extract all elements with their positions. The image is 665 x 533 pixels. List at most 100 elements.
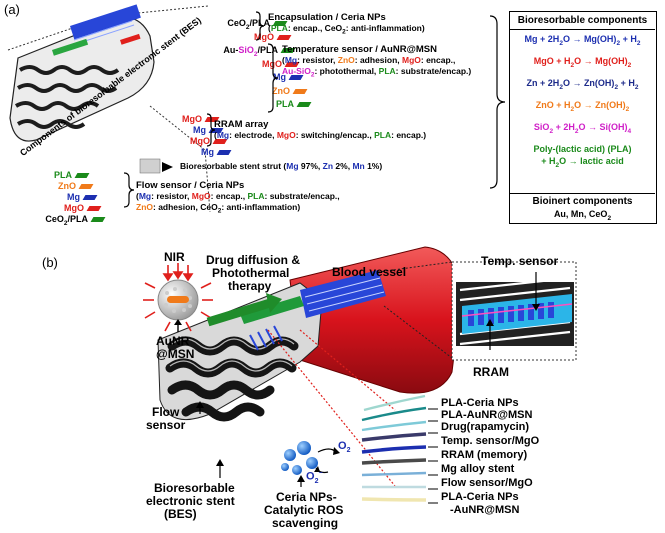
reaction-equation: SiO2 + 2H2O → Si(OH)4 <box>510 122 655 137</box>
layer-stack-item: Mg <box>273 72 304 83</box>
reaction-equation: Zn + 2H2O → Zn(OH)2 + H2 <box>510 78 655 93</box>
reaction-equation: ZnO + H2O → Zn(OH)2 <box>510 100 655 115</box>
drug-diffusion-line-1: Drug diffusion & <box>206 253 300 267</box>
text-run: : encap., <box>210 191 248 201</box>
panel-a-label: (a) <box>4 2 20 17</box>
text-run: : encap.) <box>391 130 427 140</box>
text-run: Zn + 2H <box>526 78 560 88</box>
text-run: Mg <box>67 192 80 202</box>
reaction-equation: + H2O → lactic acid <box>510 156 655 171</box>
text-run: PLA <box>276 99 294 109</box>
layer-label: Temp. sensor/MgO <box>441 435 540 447</box>
layer-stack-item: PLA <box>276 99 312 110</box>
layer-stack-item: PLA <box>54 170 90 181</box>
text-run: PLA <box>270 23 288 33</box>
layer-label: -AuNR@MSN <box>450 504 520 516</box>
group-description: (Mg: electrode, MgO: switching/encap., P… <box>214 130 426 141</box>
bioinert-title: Bioinert components <box>532 196 633 207</box>
text-run: 2 <box>627 61 632 69</box>
text-run: : resistor, <box>151 191 192 201</box>
text-run: Mg + 2H <box>524 34 560 44</box>
group-description: Au-SiO2: photothermal, PLA: substrate/en… <box>282 66 471 81</box>
text-run: : switching/encap., <box>295 130 375 140</box>
text-run: PLA <box>374 130 392 140</box>
text-run: O → lactic acid <box>559 156 624 166</box>
text-run: 2 <box>559 83 563 91</box>
text-run: 2 <box>625 105 630 113</box>
text-run: 2 <box>555 161 560 169</box>
text-run: O → Mg(OH) <box>574 56 628 66</box>
bioresorbable-title: Bioresorbable components <box>510 15 655 30</box>
layer-label: Flow sensor/MgO <box>441 477 533 489</box>
text-run: ( <box>282 55 285 65</box>
text-run: : electrode, <box>229 130 277 140</box>
group-title: Flow sensor / Ceria NPs <box>136 180 245 191</box>
text-run: ZnO <box>136 202 153 212</box>
text-run: : substrate/encap., <box>264 191 340 201</box>
text-run: 4 <box>627 127 632 135</box>
text-run: Zn <box>322 161 334 171</box>
text-run: 2 <box>636 39 641 47</box>
layer-label: Mg alloy stent <box>441 463 515 475</box>
text-run: + 2H <box>553 122 575 132</box>
aunr-label-2: @MSN <box>156 347 195 361</box>
group-description: (Mg: resistor, MgO: encap., PLA: substra… <box>136 191 340 202</box>
text-run: 2 <box>570 61 575 69</box>
text-run: 2 <box>253 50 258 58</box>
text-run: : adhesion, <box>354 55 402 65</box>
layer-stack-item: MgO <box>64 203 102 214</box>
text-run: 2 <box>616 39 621 47</box>
text-run: + H <box>620 34 637 44</box>
text-run: 2 <box>570 105 575 113</box>
text-run: 97%, <box>298 161 323 171</box>
o2-label-bottom: O2− <box>306 470 323 485</box>
group-title: Temperature sensor / AuNR@MSN <box>282 44 437 55</box>
layer-stack-item: MgO <box>190 136 228 147</box>
text-run: : anti-inflammation) <box>345 23 425 33</box>
text-run: O → Mg(OH) <box>562 34 617 44</box>
text-run: MgO <box>190 136 210 146</box>
text-run: 2 <box>634 83 639 91</box>
text-run: Mn <box>352 161 365 171</box>
group-description: Bioresorbable stent strut (Mg 97%, Zn 2%… <box>180 161 382 172</box>
text-run: Mg <box>286 161 299 171</box>
bes-label-2: electronic stent <box>146 494 235 508</box>
group-title: Encapsulation / Ceria NPs <box>268 12 386 23</box>
text-run: Mg <box>216 130 230 140</box>
layer-stack-item: ZnO <box>272 86 308 97</box>
text-run: 2 <box>63 219 68 227</box>
text-run: 2 <box>310 71 315 79</box>
text-run: : encap., <box>420 55 456 65</box>
text-run: CeO <box>45 214 64 224</box>
text-run: Mg <box>284 55 298 65</box>
text-run: 2 <box>574 127 579 135</box>
table-divider <box>510 193 655 194</box>
layer-stack-item: MgO <box>182 114 220 125</box>
text-run: CeO <box>227 18 246 28</box>
text-run: : encap., CeO <box>287 23 343 33</box>
group-description: (PLA: encap., CeO2: anti-inflammation) <box>268 23 425 38</box>
layer-stack-item: ZnO <box>58 181 94 192</box>
layer-stack-item: Mg <box>193 125 224 136</box>
text-run: Bioresorbable stent strut ( <box>180 161 287 171</box>
text-run: Mg <box>138 191 152 201</box>
layer-label: PLA-AuNR@MSN <box>441 409 533 421</box>
text-run: Mg <box>193 125 206 135</box>
text-run: ZnO <box>58 181 76 191</box>
aunr-label-1: AuNR <box>156 334 190 348</box>
drug-diffusion-line-2: Photothermal <box>212 266 290 280</box>
stent-illustration-a <box>7 4 211 213</box>
bioinert-items: Au, Mn, CeO2 <box>510 209 655 222</box>
text-run: O → Si(OH) <box>578 122 628 132</box>
reaction-equation: Mg + 2H2O → Mg(OH)2 + H2 <box>510 34 655 49</box>
text-run: PLA <box>378 66 396 76</box>
text-run: MgO <box>276 130 296 140</box>
text-run: /PLA <box>257 45 278 55</box>
layer-stack-item: CeO2/PLA <box>45 214 106 229</box>
components-table: Bioresorbable components Mg + 2H2O → Mg(… <box>509 11 657 224</box>
text-run: : resistor, <box>297 55 338 65</box>
group-description: ZnO: adhesion, CeO2: anti-inflammation) <box>136 202 300 217</box>
text-run: PLA <box>247 191 265 201</box>
text-run: MgO <box>402 55 421 65</box>
